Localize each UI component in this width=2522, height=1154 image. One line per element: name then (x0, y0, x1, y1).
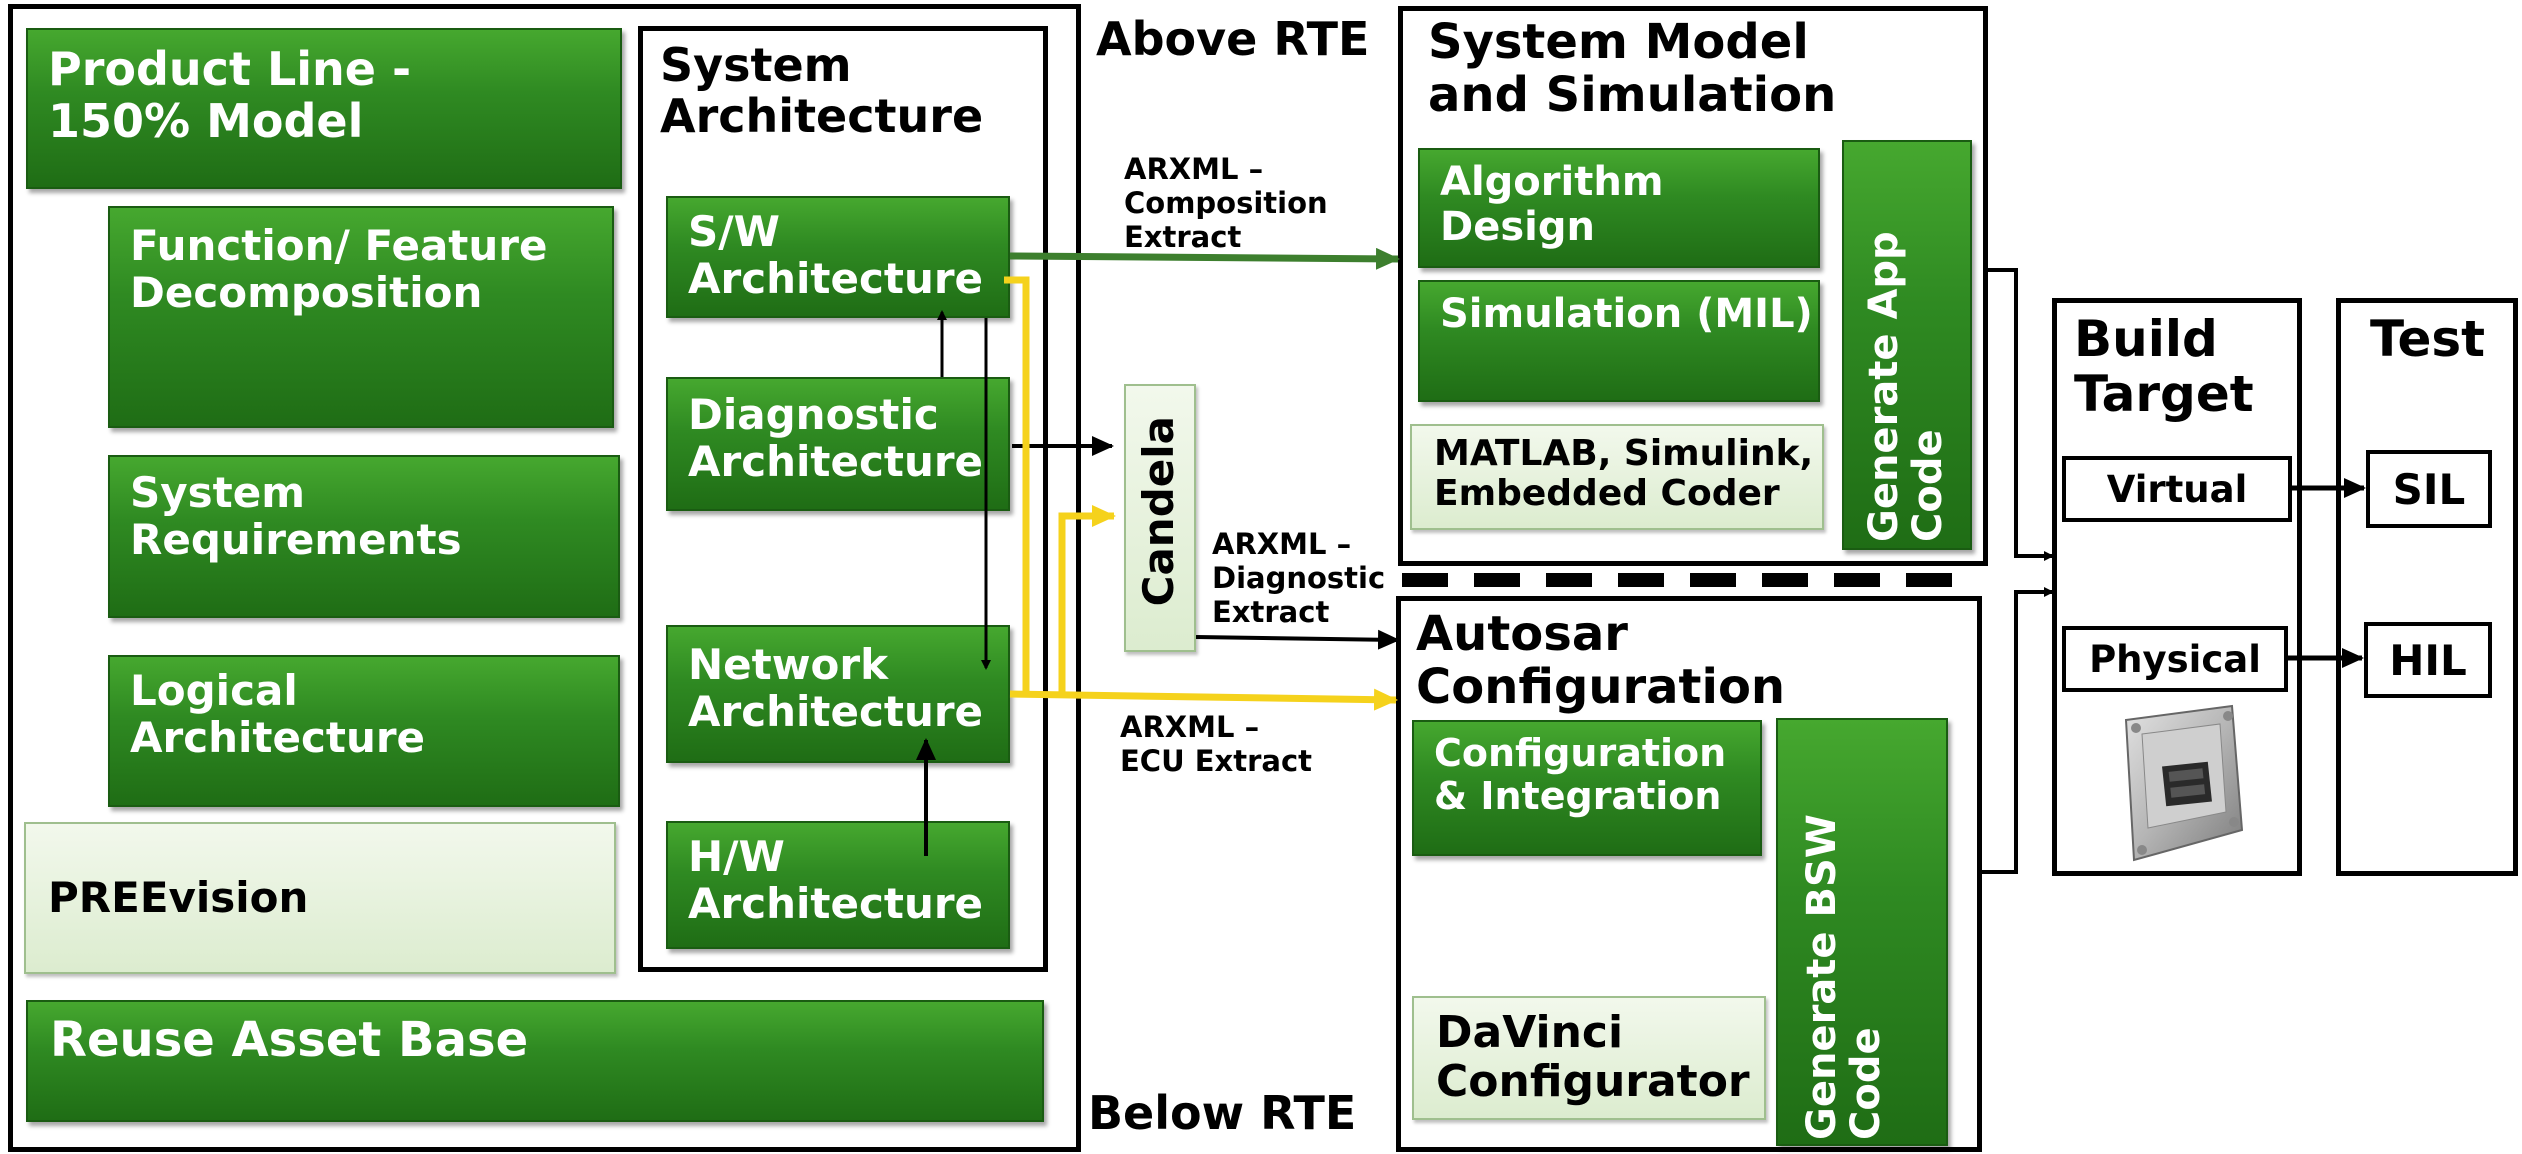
generate-app-code-box[interactable]: Generate App Code (1842, 140, 1972, 550)
diagnostic-architecture-label: Diagnostic Architecture (688, 390, 984, 487)
preevision-label: PREEvision (48, 873, 309, 922)
configuration-integration-label: Configuration & Integration (1434, 731, 1727, 818)
physical-label: Physical (2089, 637, 2261, 681)
sil-box[interactable]: SIL (2366, 450, 2492, 528)
product-line-label: Product Line - 150% Model (48, 42, 412, 148)
sil-label: SIL (2392, 464, 2466, 514)
algorithm-design-label: Algorithm Design (1440, 159, 1664, 250)
matlab-tools-label: MATLAB, Simulink, Embedded Coder (1434, 433, 1814, 515)
yellow-arrow-ecu-extract (1009, 688, 1398, 711)
hw-architecture-box[interactable]: H/W Architecture (666, 821, 1010, 949)
composition-extract-label: ARXML – Composition Extract (1124, 152, 1328, 255)
test-title: Test (2370, 310, 2486, 368)
build-target-title: Build Target (2074, 310, 2254, 423)
preevision-box[interactable]: PREEvision (24, 822, 616, 974)
diagnostic-extract-label: ARXML – Diagnostic Extract (1212, 527, 1386, 630)
connector-app-code (1988, 268, 2054, 561)
product-line-box[interactable]: Product Line - 150% Model (26, 28, 622, 189)
virtual-label: Virtual (2106, 467, 2248, 511)
diagnostic-architecture-box[interactable]: Diagnostic Architecture (666, 377, 1010, 511)
simulation-mil-box[interactable]: Simulation (MIL) (1418, 280, 1820, 402)
logical-architecture-box[interactable]: Logical Architecture (108, 655, 620, 807)
function-feature-label: Function/ Feature Decomposition (130, 221, 548, 318)
system-requirements-box[interactable]: System Requirements (108, 455, 620, 618)
yellow-path-sw (1004, 276, 1030, 696)
physical-box[interactable]: Physical (2062, 626, 2288, 692)
network-architecture-label: Network Architecture (688, 640, 984, 737)
sw-architecture-label: S/W Architecture (688, 207, 984, 304)
hil-box[interactable]: HIL (2364, 622, 2492, 698)
reuse-asset-base-label: Reuse Asset Base (50, 1012, 529, 1068)
sw-architecture-box[interactable]: S/W Architecture (666, 196, 1010, 318)
logical-architecture-label: Logical Architecture (130, 666, 426, 763)
system-requirements-label: System Requirements (130, 468, 462, 565)
simulation-mil-label: Simulation (MIL) (1440, 291, 1813, 337)
network-architecture-box[interactable]: Network Architecture (666, 625, 1010, 763)
test-frame (2336, 298, 2518, 876)
ecu-hardware-icon (2124, 704, 2244, 862)
candela-box[interactable]: Candela (1124, 384, 1196, 652)
arrow-diagnostic-extract (1195, 629, 1400, 650)
above-rte-label: Above RTE (1096, 12, 1370, 66)
matlab-tools-box[interactable]: MATLAB, Simulink, Embedded Coder (1410, 424, 1824, 530)
connector-bsw-code (1982, 587, 2054, 874)
function-feature-box[interactable]: Function/ Feature Decomposition (108, 206, 614, 428)
hw-architecture-label: H/W Architecture (688, 832, 984, 929)
virtual-box[interactable]: Virtual (2062, 456, 2292, 522)
algorithm-design-box[interactable]: Algorithm Design (1418, 148, 1820, 268)
arrow-composition-extract (1009, 247, 1400, 270)
system-model-title: System Model and Simulation (1428, 14, 1837, 123)
hil-label: HIL (2389, 635, 2467, 685)
yellow-path-to-candela (1058, 505, 1116, 696)
davinci-configurator-label: DaVinci Configurator (1436, 1007, 1750, 1108)
configuration-integration-box[interactable]: Configuration & Integration (1412, 720, 1762, 856)
davinci-configurator-box[interactable]: DaVinci Configurator (1412, 996, 1766, 1120)
system-architecture-title: System Architecture (660, 38, 984, 143)
reuse-asset-base-box[interactable]: Reuse Asset Base (26, 1000, 1044, 1122)
autosar-title: Autosar Configuration (1416, 606, 1786, 715)
ecu-extract-label: ARXML – ECU Extract (1120, 710, 1313, 779)
below-rte-label: Below RTE (1088, 1086, 1357, 1140)
generate-bsw-code-box[interactable]: Generate BSW Code (1776, 718, 1948, 1146)
